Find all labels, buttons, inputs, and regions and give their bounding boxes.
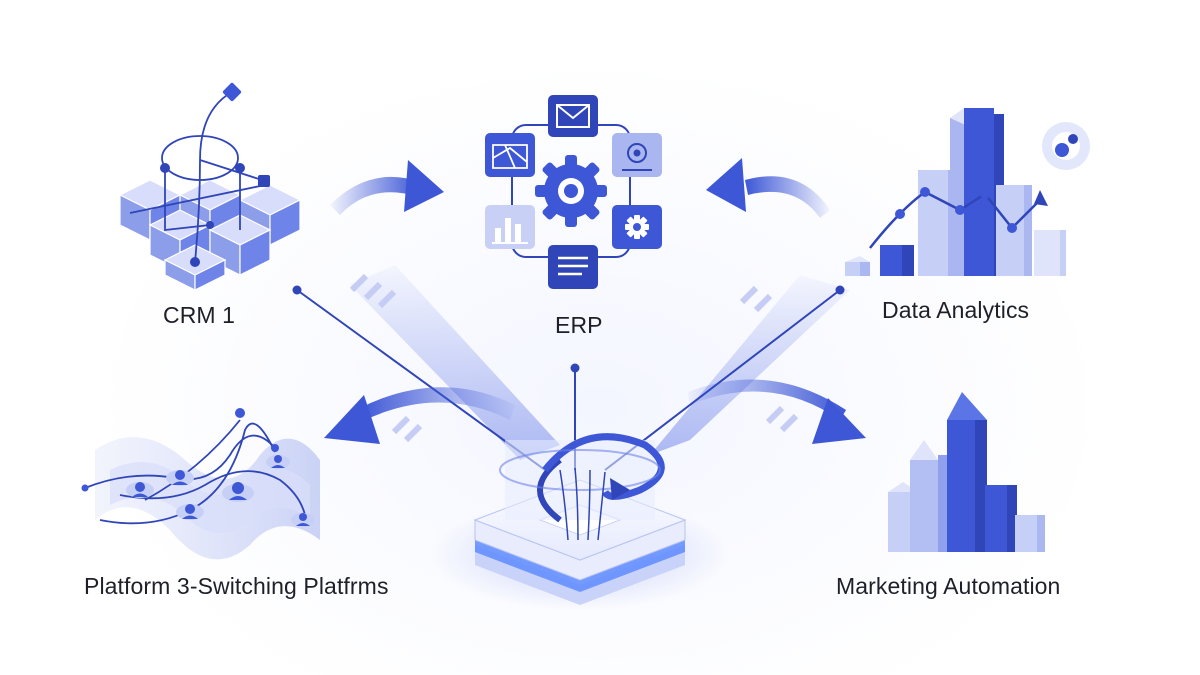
user-node-icon	[166, 470, 194, 486]
user-node-icon	[126, 482, 154, 498]
crm-label: CRM 1	[163, 302, 236, 328]
platform-label: Platform 3-Switching Platfrms	[84, 573, 389, 599]
data-analytics-label: Data Analytics	[882, 297, 1030, 323]
erp-label: ERP	[555, 312, 603, 338]
skyscraper-bars-icon	[888, 392, 1045, 552]
user-node-icon	[291, 513, 315, 527]
central-switch-platform-icon	[430, 433, 730, 610]
arrow-hub-to-marketing	[688, 379, 866, 444]
mail-tile-icon	[548, 95, 598, 137]
arrow-analytics-to-erp	[706, 158, 830, 218]
gear-hub-icon	[485, 95, 662, 289]
connector-beams	[349, 265, 850, 460]
connector-dots	[292, 285, 845, 373]
bar-line-chart-icon	[845, 108, 1090, 276]
wave-user-network-icon	[81, 408, 320, 560]
user-node-icon	[176, 504, 204, 520]
user-node-icon	[266, 455, 290, 469]
marketing-automation-label: Marketing Automation	[836, 573, 1061, 599]
user-node-icon	[222, 482, 254, 502]
isometric-cubes-network-icon	[118, 82, 302, 291]
arrow-hub-to-platform	[324, 387, 515, 444]
arrow-crm-to-erp	[330, 160, 444, 215]
